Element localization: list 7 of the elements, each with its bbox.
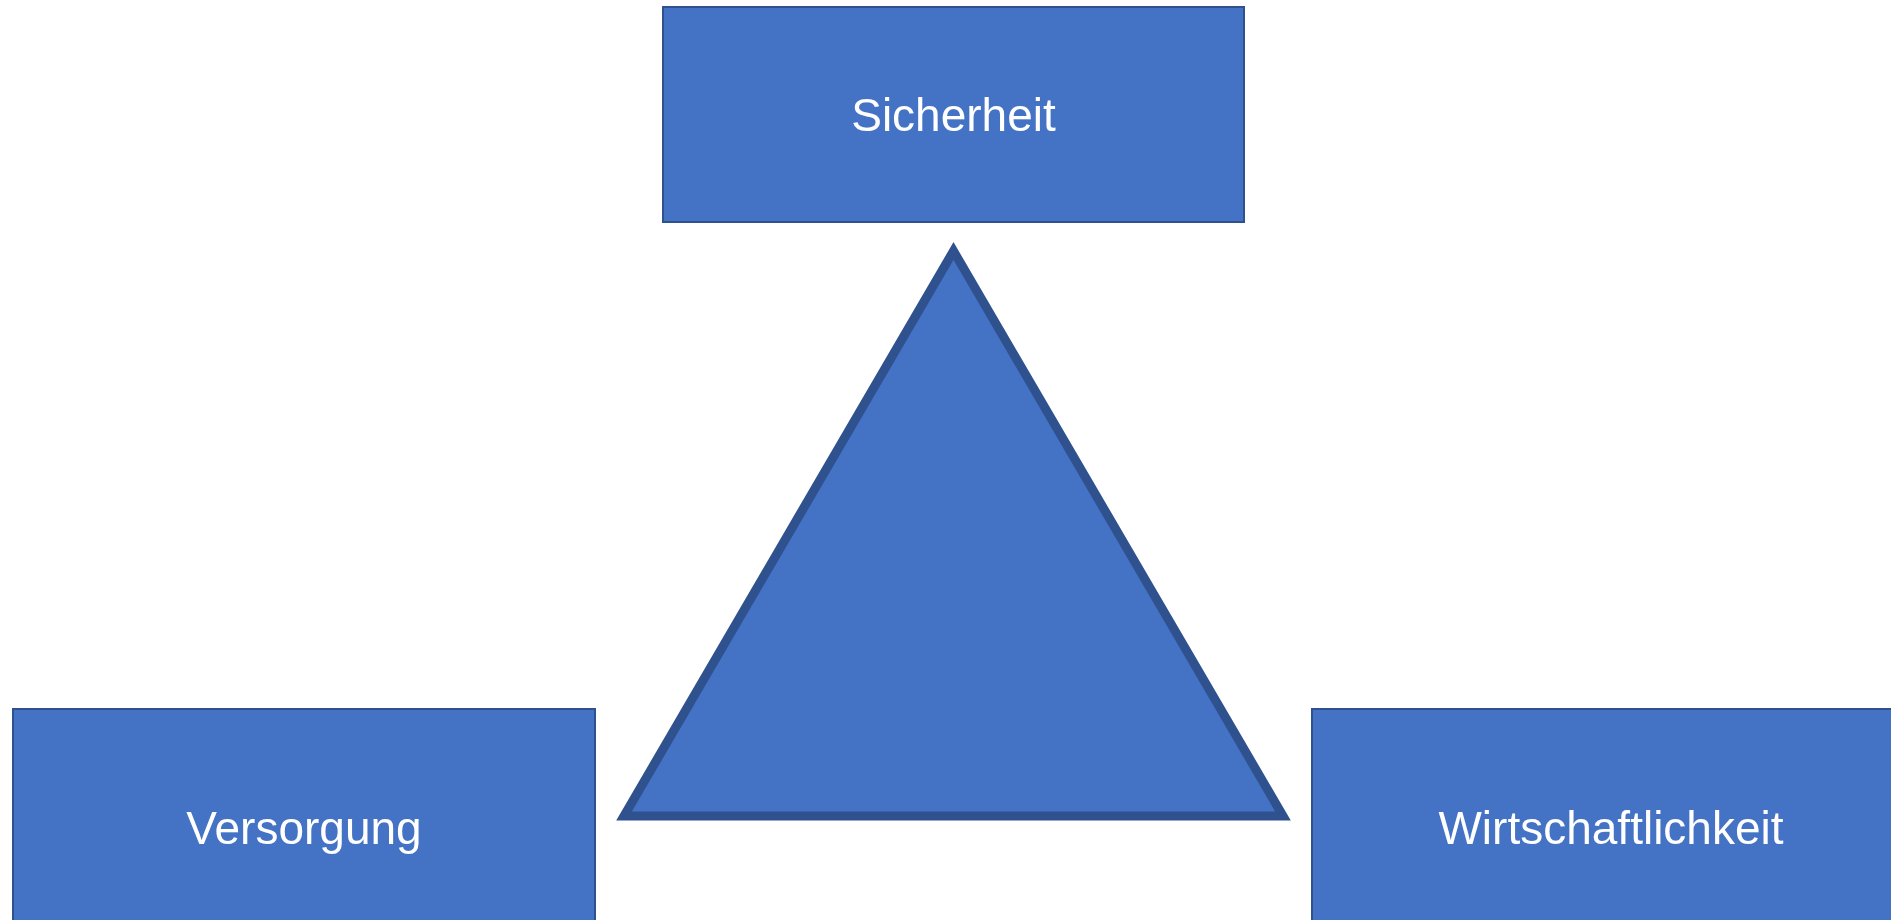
- category-box: [662, 6, 1245, 223]
- category-box: [12, 708, 596, 920]
- box-label: Versorgung: [186, 801, 422, 855]
- box-label: Wirtschaftlichkeit: [1438, 801, 1784, 855]
- category-box: [1311, 708, 1891, 920]
- triangle-shape: [619, 245, 1288, 821]
- box-label: Sicherheit: [851, 87, 1056, 142]
